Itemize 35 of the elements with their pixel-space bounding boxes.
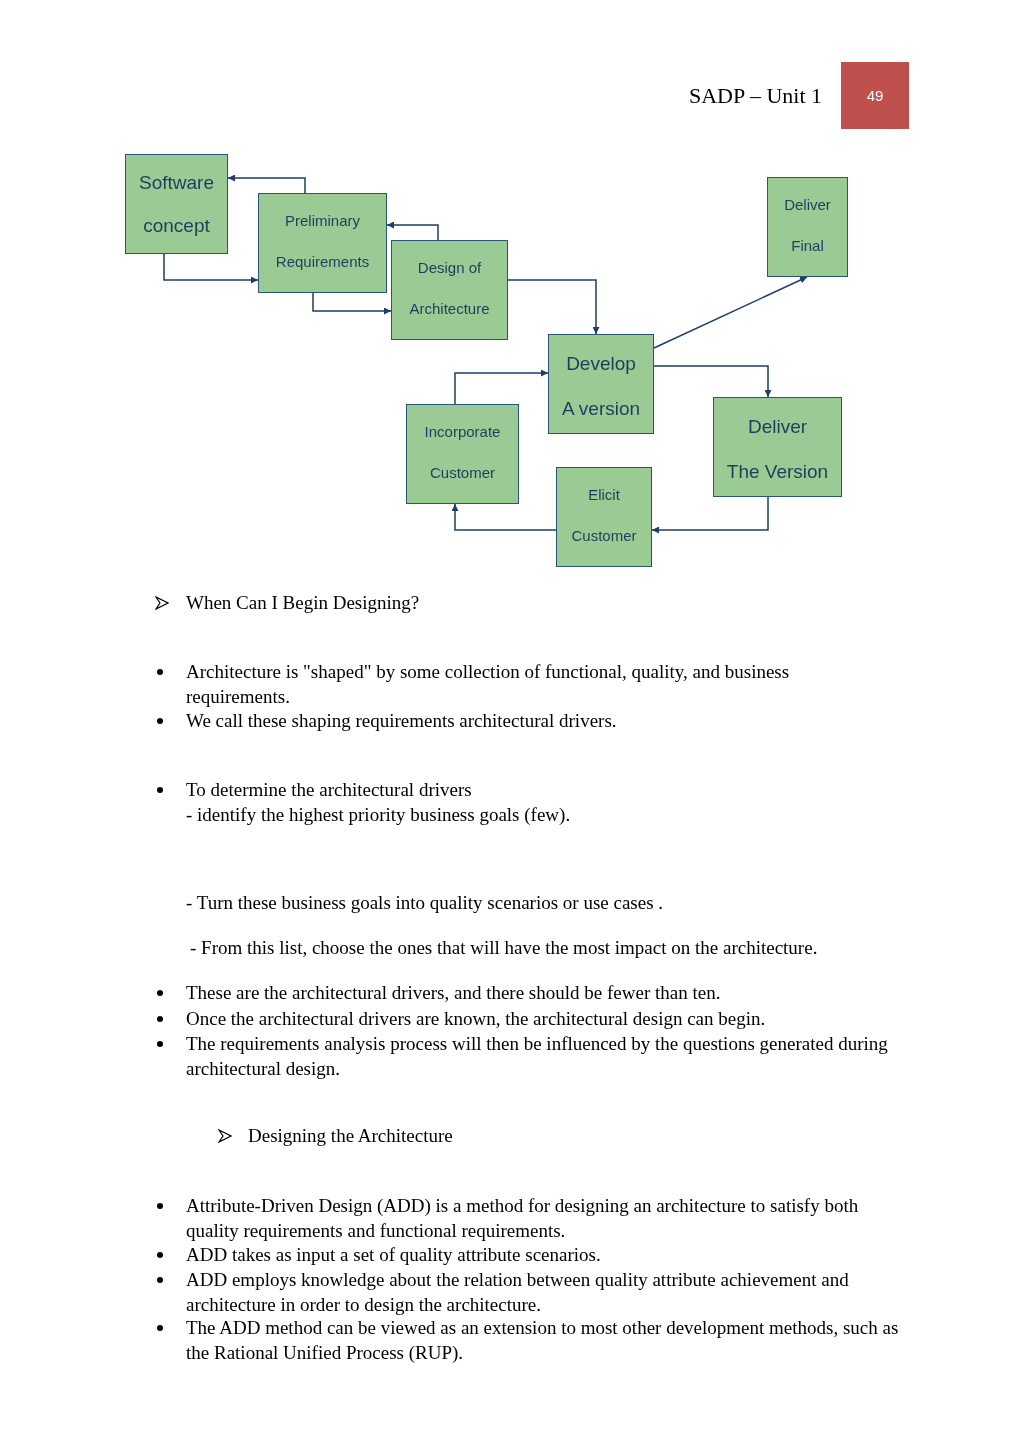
arrow (227, 174, 306, 194)
process-box: Elicit Customer (556, 467, 652, 567)
list-item-text: - From this list, choose the ones that will have the most impact on the architecture. (190, 936, 818, 960)
list-item-text: ADD employs knowledge about the relation between quality attribute achievement and architecture in order to design the architecture. (186, 1268, 850, 1317)
section-heading: When Can I Begin Designing? (186, 591, 420, 615)
arrow (653, 276, 808, 349)
arrow (312, 292, 392, 315)
list-item-text: - identify the highest priority business goals (few). (186, 803, 571, 827)
arrow (651, 496, 769, 534)
list-item-text: Attribute-Driven Design (ADD) is a method for designing an architecture to satisfy both quality requirements and functional requirements. (186, 1194, 860, 1243)
list-item-text: - Turn these business goals into quality scenarios or use cases . (186, 891, 664, 915)
arrow (507, 279, 600, 335)
section-heading: Designing the Architecture (248, 1124, 453, 1148)
process-box: Incorporate Customer (406, 404, 519, 504)
list-item-text: We call these shaping requirements architectural drivers. (186, 709, 617, 733)
arrow (653, 365, 772, 398)
arrow (163, 253, 259, 284)
process-box: Design of Architecture (391, 240, 508, 340)
list-item-text: To determine the architectural drivers (186, 778, 472, 802)
list-item-text: The requirements analysis process will then be influenced by the questions generated during architectural design. (186, 1032, 889, 1081)
process-box: Develop A version (548, 334, 654, 434)
header-text: SADP – Unit 1 (689, 84, 823, 109)
list-item-text: These are the architectural drivers, and there should be fewer than ten. (186, 981, 721, 1005)
process-box: Deliver The Version (713, 397, 842, 497)
process-box: Preliminary Requirements (258, 193, 387, 293)
page-number: 49 (841, 62, 909, 129)
arrow (451, 503, 557, 531)
list-item-text: Once the architectural drivers are known, the architectural design can begin. (186, 1007, 766, 1031)
process-box: Deliver Final (767, 177, 848, 277)
list-item-text: The ADD method can be viewed as an extension to most other development methods, such as the Rational Unified Process (RUP). (186, 1316, 900, 1365)
arrow (386, 221, 439, 241)
list-item-text: ADD takes as input a set of quality attribute scenarios. (186, 1243, 601, 1267)
arrow (454, 369, 549, 405)
list-item-text: Architecture is "shaped" by some collection of functional, quality, and business requirements. (186, 660, 791, 709)
process-box: Software concept (125, 154, 228, 254)
